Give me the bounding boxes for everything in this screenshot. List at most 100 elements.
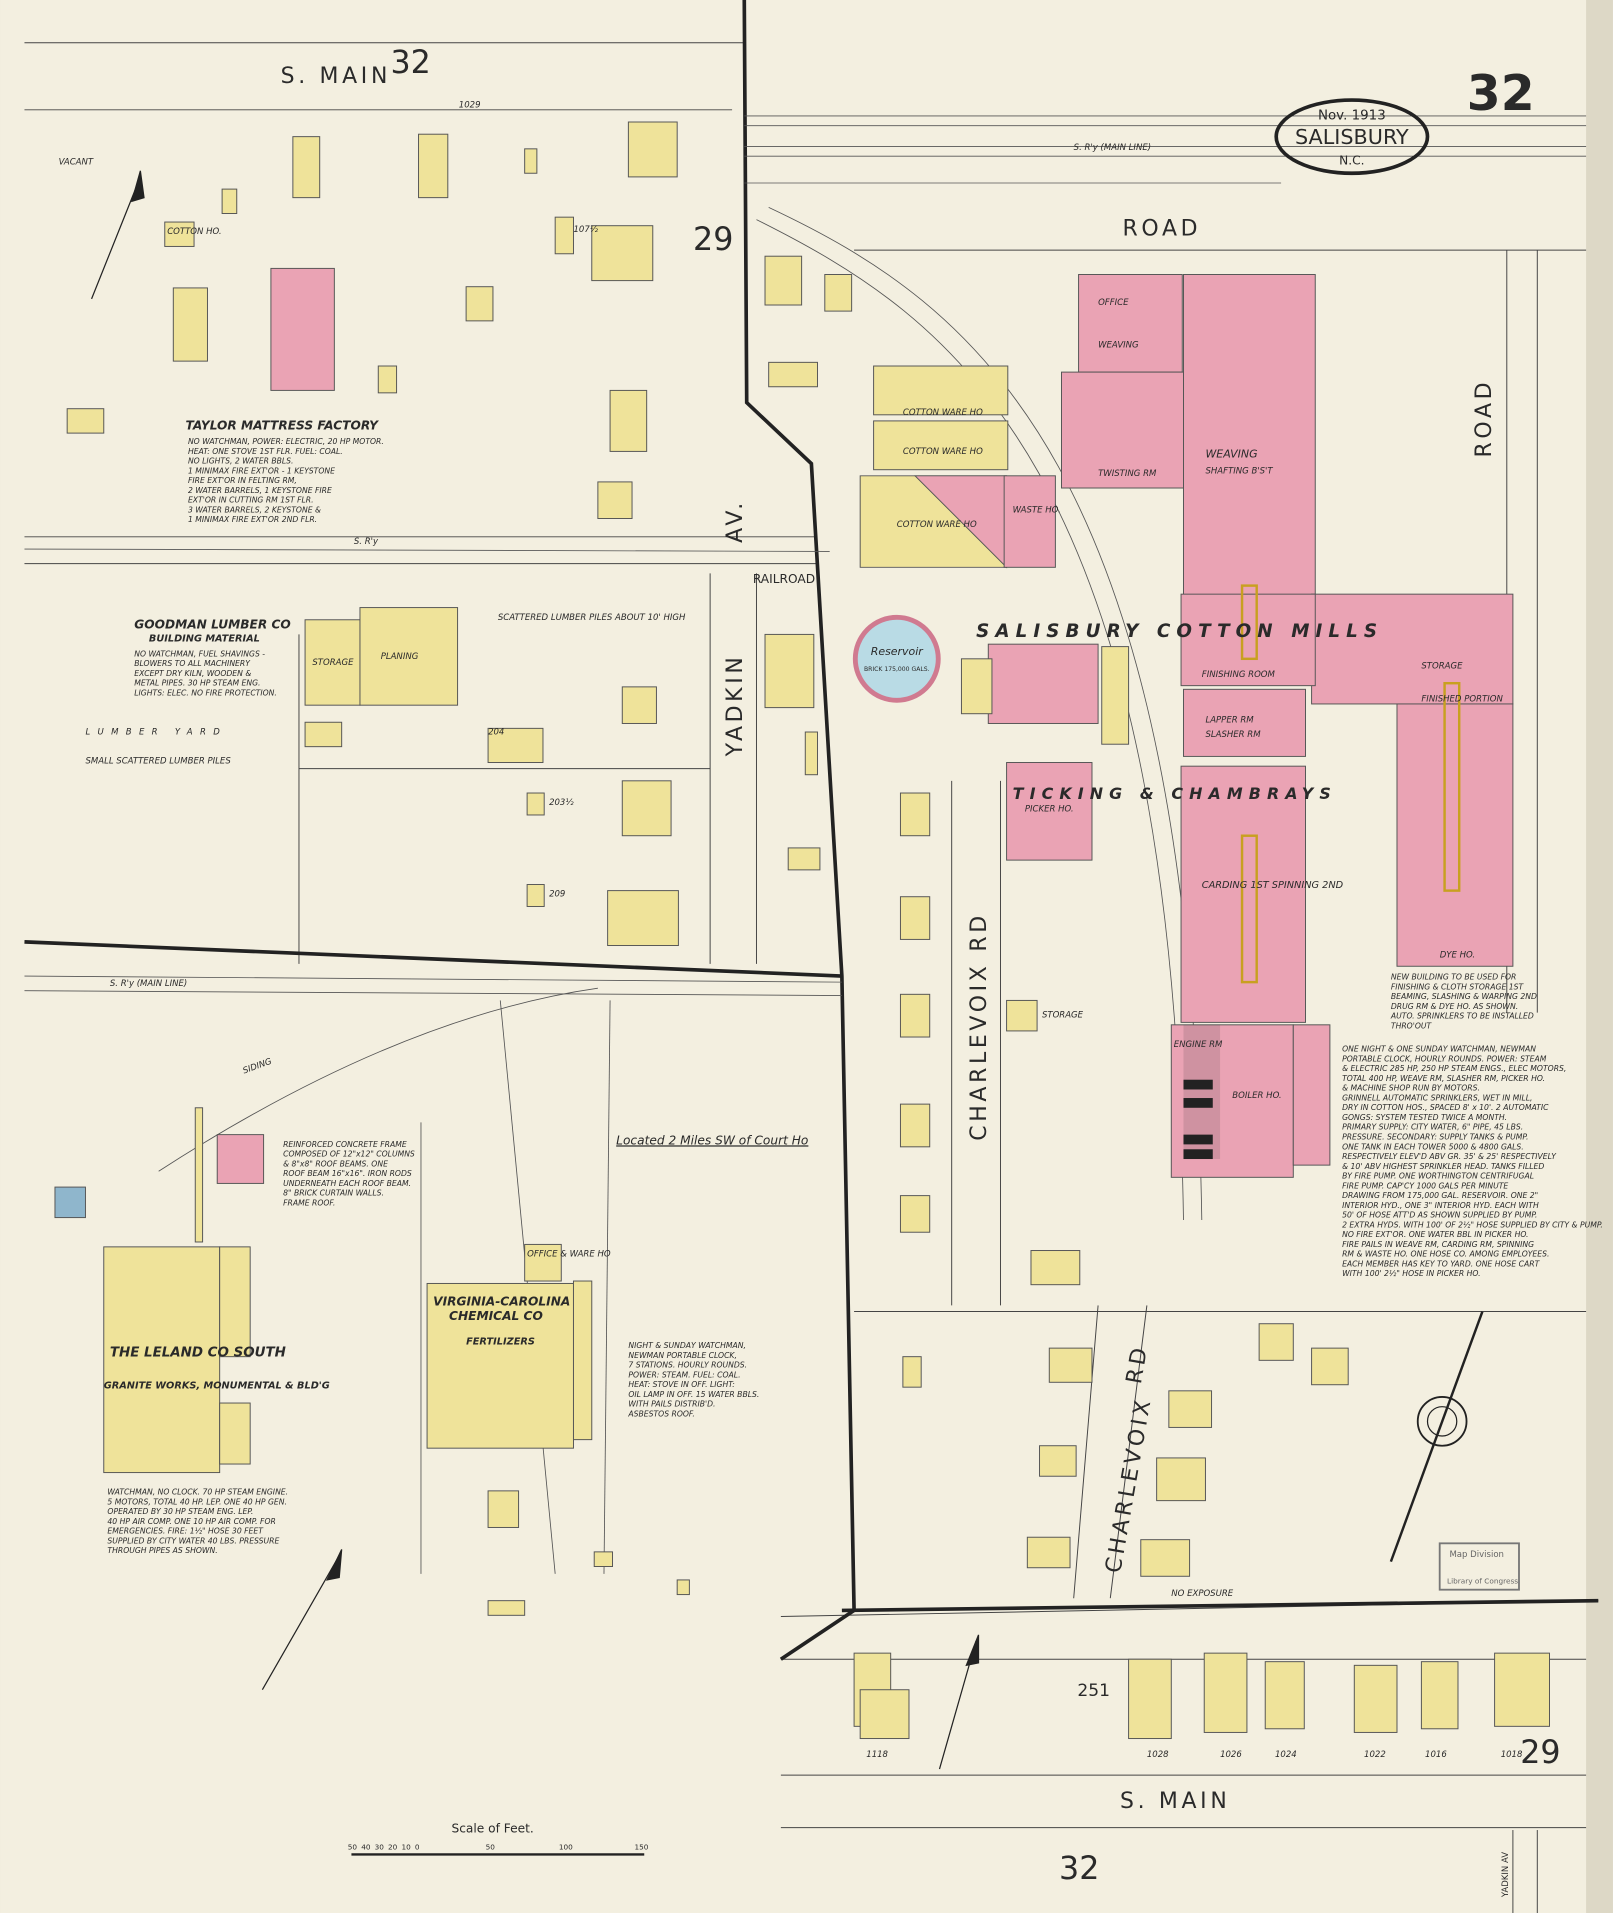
svg-text:7 STATIONS. HOURLY ROUNDS.: 7 STATIONS. HOURLY ROUNDS. (628, 1361, 747, 1370)
street-charlevoix-upper: CHARLEVOIX (967, 962, 992, 1140)
virginia-notes: NIGHT & SUNDAY WATCHMAN, NEWMAN PORTABLE… (627, 1341, 759, 1418)
goodman-notes: NO WATCHMAN, FUEL SHAVINGS - BLOWERS TO … (134, 649, 277, 697)
address-107-half: 107½ (573, 225, 598, 235)
svg-text:ONE TANK IN EACH TOWER 5000 &: ONE TANK IN EACH TOWER 5000 & 4800 GALS. (1342, 1142, 1524, 1151)
concrete-notes: REINFORCED CONCRETE FRAME COMPOSED OF 12… (283, 1140, 415, 1208)
svg-text:EXT'OR IN CUTTING RM 1ST FLR.: EXT'OR IN CUTTING RM 1ST FLR. (188, 496, 314, 505)
leland-subtitle: GRANITE WORKS, MONUMENTAL & BLD'G (104, 1380, 330, 1391)
svg-text:GRINNELL AUTOMATIC SPRINKLERS,: GRINNELL AUTOMATIC SPRINKLERS, WET IN MI… (1342, 1093, 1532, 1102)
mills-fire-protection-notes: ONE NIGHT & ONE SUNDAY WATCHMAN, NEWMAN … (1342, 1045, 1603, 1278)
street-lines (24, 42, 1599, 1913)
adjacent-sheet-29-bottom: 29 (1520, 1735, 1560, 1771)
library-stamp: Map Division Library of Congress (1438, 1542, 1520, 1591)
svg-text:THRO'OUT: THRO'OUT (1391, 1021, 1433, 1030)
block-boundary-south (841, 1598, 1599, 1613)
svg-text:NO WATCHMAN, FUEL SHAVINGS -: NO WATCHMAN, FUEL SHAVINGS - (134, 649, 265, 658)
svg-text:50' OF HOSE ATT'D AS SHOWN SUP: 50' OF HOSE ATT'D AS SHOWN SUPPLIED BY P… (1342, 1211, 1537, 1220)
street-railroad: RAILROAD (753, 572, 815, 586)
svg-text:& 10' ABV HIGHEST SPRINKLER HE: & 10' ABV HIGHEST SPRINKLER HEAD. TANKS … (1342, 1162, 1544, 1171)
label-lumber-yard: LUMBER YARD (85, 727, 227, 737)
label-lapper: LAPPER RM (1205, 715, 1254, 725)
label-cotton-ware-2: COTTON WARE HO (903, 447, 983, 457)
svg-text:1 MINIMAX FIRE EXT'OR - 1 KEYS: 1 MINIMAX FIRE EXT'OR - 1 KEYSTONE (188, 466, 335, 475)
svg-text:1018: 1018 (1501, 1750, 1523, 1760)
label-weaving-1: WEAVING (1098, 341, 1139, 351)
svg-text:FINISHING & CLOTH STORAGE 1ST: FINISHING & CLOTH STORAGE 1ST (1391, 982, 1525, 991)
svg-text:FIRE PUMP. CAP'CY 1000 GALS PE: FIRE PUMP. CAP'CY 1000 GALS PER MINUTE (1342, 1181, 1508, 1190)
svg-text:INTERIOR HYD., ONE 3" INTERIOR: INTERIOR HYD., ONE 3" INTERIOR HYD. EACH… (1342, 1201, 1539, 1210)
svg-text:ONE NIGHT & ONE SUNDAY WATCHMA: ONE NIGHT & ONE SUNDAY WATCHMAN, NEWMAN (1342, 1045, 1536, 1054)
railway-label-middle: S. R'y (354, 537, 379, 547)
compass-rose-icon (1389, 1311, 1484, 1563)
sheet-date: Nov. 1913 (1318, 109, 1386, 124)
svg-text:NEWMAN PORTABLE CLOCK,: NEWMAN PORTABLE CLOCK, (628, 1351, 737, 1360)
svg-text:DRAWING FROM 175,000 GAL. RESE: DRAWING FROM 175,000 GAL. RESERVOIR. ONE… (1342, 1191, 1538, 1200)
reservoir-label: Reservoir (871, 645, 925, 658)
svg-text:LIGHTS: ELEC. NO FIRE PROTECTI: LIGHTS: ELEC. NO FIRE PROTECTION. (134, 688, 277, 697)
taylor-mattress-factory-title: TAYLOR MATTRESS FACTORY (186, 418, 380, 432)
street-yadkin-av-corner: YADKIN AV (1501, 1852, 1511, 1898)
svg-text:DRUG RM & DYE HO. AS SHOWN.: DRUG RM & DYE HO. AS SHOWN. (1391, 1002, 1518, 1011)
svg-text:METAL PIPES. 30 HP STEAM ENG.: METAL PIPES. 30 HP STEAM ENG. (134, 679, 260, 688)
svg-text:50: 50 (486, 1843, 496, 1852)
svg-text:1026: 1026 (1220, 1750, 1242, 1760)
svg-text:ASBESTOS ROOF.: ASBESTOS ROOF. (627, 1409, 694, 1418)
cotton-mills-buildings (764, 255, 1514, 1178)
goodman-buildings (304, 607, 821, 947)
svg-text:1016: 1016 (1425, 1750, 1447, 1760)
title-cartouche: Nov. 1913 SALISBURY N.C. (1274, 98, 1430, 176)
svg-text:OIL LAMP IN OFF. 15 WATER BBLS: OIL LAMP IN OFF. 15 WATER BBLS. (628, 1390, 759, 1399)
leland-notes: WATCHMAN, NO CLOCK. 70 HP STEAM ENGINE. … (107, 1488, 288, 1556)
svg-text:PORTABLE CLOCK, HOURLY ROUNDS.: PORTABLE CLOCK, HOURLY ROUNDS. POWER: ST… (1342, 1054, 1547, 1063)
svg-text:WITH PAILS DISTRIB'D.: WITH PAILS DISTRIB'D. (628, 1400, 715, 1409)
block-boundary-horizontal (24, 940, 842, 978)
railway-label-lower: S. R'y (MAIN LINE) (110, 979, 187, 989)
label-engine: ENGINE RM (1174, 1040, 1223, 1050)
svg-text:NO WATCHMAN, POWER: ELECTRIC,: NO WATCHMAN, POWER: ELECTRIC, 20 HP MOTO… (188, 437, 384, 446)
label-small-lumber-piles: SMALL SCATTERED LUMBER PILES (85, 757, 231, 767)
street-yadkin-av: AV. (723, 499, 748, 543)
virginia-carolina-fertilizers: FERTILIZERS (466, 1336, 535, 1347)
svg-text:20: 20 (388, 1843, 398, 1852)
svg-text:SUPPLIED BY CITY WATER 40 LBS.: SUPPLIED BY CITY WATER 40 LBS. PRESSURE (107, 1536, 279, 1545)
adjacent-sheet-29-top: 29 (693, 222, 733, 258)
adjacent-sheet-bottom: 32 (1059, 1851, 1099, 1887)
leland-title: THE LELAND CO SOUTH (110, 1346, 286, 1361)
svg-text:40 HP AIR COMP. ONE 10 HP AIR: 40 HP AIR COMP. ONE 10 HP AIR COMP. FOR (107, 1517, 275, 1526)
taylor-notes: NO WATCHMAN, POWER: ELECTRIC, 20 HP MOTO… (188, 437, 384, 524)
svg-text:DRY IN COTTON HOS., SPACED 8': DRY IN COTTON HOS., SPACED 8' x 10'. 2 A… (1342, 1103, 1549, 1112)
label-picker: PICKER HO. (1025, 804, 1074, 814)
svg-text:FIRE EXT'OR IN FELTING RM,: FIRE EXT'OR IN FELTING RM, (188, 476, 297, 485)
svg-text:EMERGENCIES. FIRE: 1½" HOSE 30: EMERGENCIES. FIRE: 1½" HOSE 30 FEET (107, 1527, 264, 1536)
svg-text:PRESSURE. SECONDARY: SUPPLY TA: PRESSURE. SECONDARY: SUPPLY TANKS & PUMP… (1342, 1133, 1528, 1142)
street-road-top: ROAD (1122, 216, 1201, 241)
svg-text:WATCHMAN, NO CLOCK. 70 HP STEA: WATCHMAN, NO CLOCK. 70 HP STEAM ENGINE. (107, 1488, 288, 1497)
svg-text:COMPOSED OF 12"x12" COLUMNS: COMPOSED OF 12"x12" COLUMNS (283, 1150, 415, 1159)
label-storage-28: STORAGE (1042, 1011, 1084, 1021)
svg-text:FRAME ROOF.: FRAME ROOF. (283, 1198, 335, 1207)
street-s-main-top: S. MAIN (281, 64, 391, 89)
svg-text:REINFORCED CONCRETE FRAME: REINFORCED CONCRETE FRAME (283, 1140, 407, 1149)
label-dye-ho: DYE HO. (1440, 951, 1475, 961)
label-finished: FINISHED PORTION (1421, 695, 1503, 705)
label-shafting: SHAFTING B'S'T (1205, 466, 1273, 476)
svg-text:NO LIGHTS, 2 WATER BBLS.: NO LIGHTS, 2 WATER BBLS. (188, 457, 294, 466)
city-name: SALISBURY (1295, 125, 1409, 149)
svg-text:Map Division: Map Division (1449, 1550, 1504, 1560)
no-exposure-label: NO EXPOSURE (1171, 1589, 1233, 1599)
svg-text:POWER: STEAM. FUEL: COAL.: POWER: STEAM. FUEL: COAL. (628, 1370, 740, 1379)
scale-bar: Scale of Feet. 50 40 30 20 10 0 50 100 1… (348, 1821, 649, 1856)
svg-text:2 EXTRA HYDS. WITH 100' OF 2½": 2 EXTRA HYDS. WITH 100' OF 2½" HOSE SUPP… (1342, 1220, 1603, 1229)
mills-new-building-notes: NEW BUILDING TO BE USED FOR FINISHING & … (1390, 973, 1537, 1031)
goodman-lumber-subtitle: BUILDING MATERIAL (149, 634, 260, 645)
svg-text:NIGHT & SUNDAY WATCHMAN,: NIGHT & SUNDAY WATCHMAN, (628, 1341, 746, 1350)
svg-text:NEW BUILDING TO BE USED FOR: NEW BUILDING TO BE USED FOR (1391, 973, 1517, 982)
svg-text:1118: 1118 (866, 1750, 888, 1760)
dwellings-charlevoix (853, 792, 1550, 1740)
svg-text:30: 30 (375, 1843, 385, 1852)
address-209: 209 (549, 890, 565, 900)
railway-label-top: S. R'y (MAIN LINE) (1074, 143, 1151, 153)
reservoir: Reservoir BRICK 175,000 GALS. (852, 614, 941, 703)
